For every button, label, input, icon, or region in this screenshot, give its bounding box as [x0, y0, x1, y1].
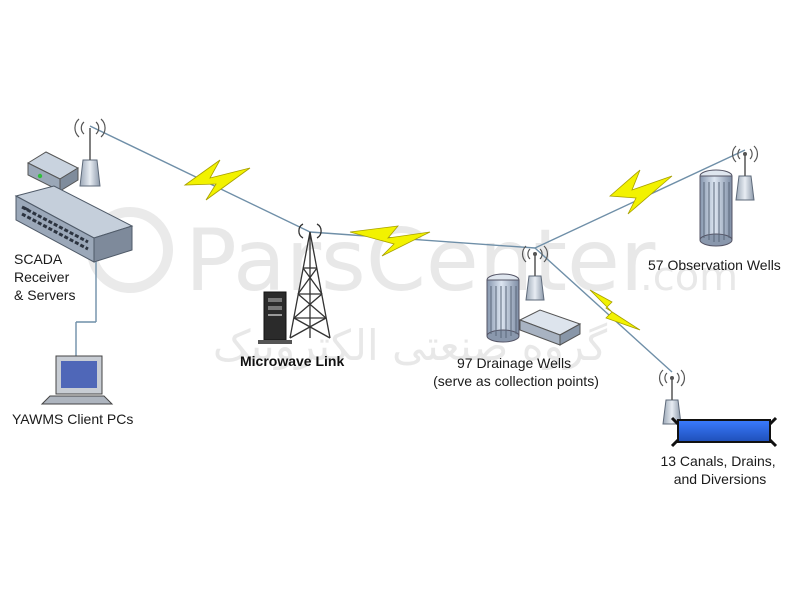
observation-well-icon: [699, 169, 733, 247]
link-drainage-canals: [534, 247, 673, 373]
link-tower-drainage: [309, 231, 536, 249]
drainage-well-icon: [486, 273, 520, 343]
microwave-label: Microwave Link: [240, 353, 344, 369]
drainage-modem-icon: [518, 309, 582, 346]
lightning-bolts: [183, 159, 673, 331]
canal-antenna: [658, 369, 686, 425]
scada-receiver-icon: [26, 151, 80, 192]
scada-label: SCADA Receiver & Servers: [14, 251, 75, 303]
lightning-icon: [349, 225, 431, 257]
observation-label: 57 Observation Wells: [648, 257, 781, 273]
tower-server-icon: [258, 291, 292, 344]
canals-label: 13 Canals, Drains, and Diversions: [660, 453, 779, 487]
client-pc-icon: [40, 355, 114, 405]
watermark: ParsCenter .com گروه صنعتی الکترونیک: [87, 207, 738, 370]
microwave-tower-icon: [289, 223, 331, 339]
scada-server-icon: [14, 185, 134, 263]
watermark-brand: ParsCenter: [185, 211, 656, 311]
canal-icon: [670, 416, 778, 448]
lightning-icon: [183, 159, 251, 201]
lightning-icon: [589, 289, 641, 331]
watermark-domain: .com: [640, 254, 738, 300]
drainage-label: 97 Drainage Wells (serve as collection p…: [433, 355, 599, 389]
scada-antenna: [74, 118, 106, 187]
lightning-icon: [609, 169, 673, 215]
client-pc-label: YAWMS Client PCs: [12, 411, 133, 427]
